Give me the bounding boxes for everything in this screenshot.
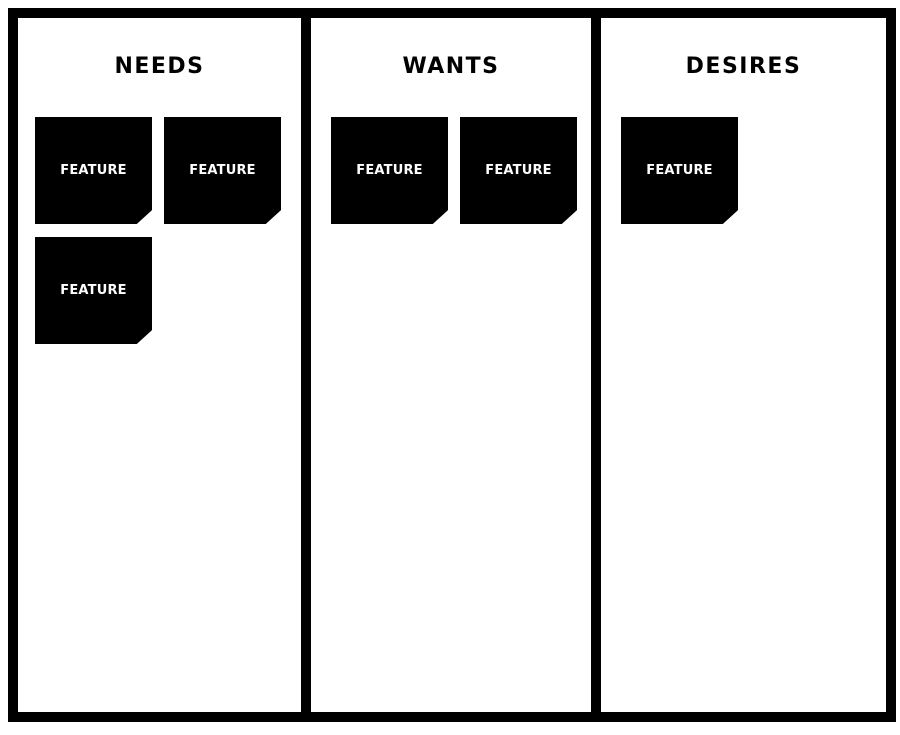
feature-note[interactable]: FEATURE	[460, 117, 577, 224]
feature-note-label: FEATURE	[356, 163, 423, 178]
needs-notes: FEATURE FEATURE FEATURE	[35, 117, 301, 344]
feature-note[interactable]: FEATURE	[35, 237, 152, 344]
feature-note[interactable]: FEATURE	[164, 117, 281, 224]
feature-note[interactable]: FEATURE	[331, 117, 448, 224]
desires-notes: FEATURE	[621, 117, 886, 224]
feature-note-label: FEATURE	[646, 163, 713, 178]
priority-board: NEEDS FEATURE FEATURE FEATURE WANTS FEAT…	[8, 8, 896, 722]
column-title-desires: DESIRES	[685, 54, 802, 79]
feature-note-label: FEATURE	[485, 163, 552, 178]
column-wants: WANTS FEATURE FEATURE	[301, 18, 591, 712]
wants-notes: FEATURE FEATURE	[331, 117, 591, 224]
feature-note[interactable]: FEATURE	[35, 117, 152, 224]
feature-note[interactable]: FEATURE	[621, 117, 738, 224]
column-needs: NEEDS FEATURE FEATURE FEATURE	[18, 18, 301, 712]
feature-note-label: FEATURE	[60, 283, 127, 298]
feature-note-label: FEATURE	[189, 163, 256, 178]
feature-note-label: FEATURE	[60, 163, 127, 178]
column-desires: DESIRES FEATURE	[591, 18, 886, 712]
column-title-needs: NEEDS	[114, 54, 205, 79]
column-title-wants: WANTS	[402, 54, 500, 79]
